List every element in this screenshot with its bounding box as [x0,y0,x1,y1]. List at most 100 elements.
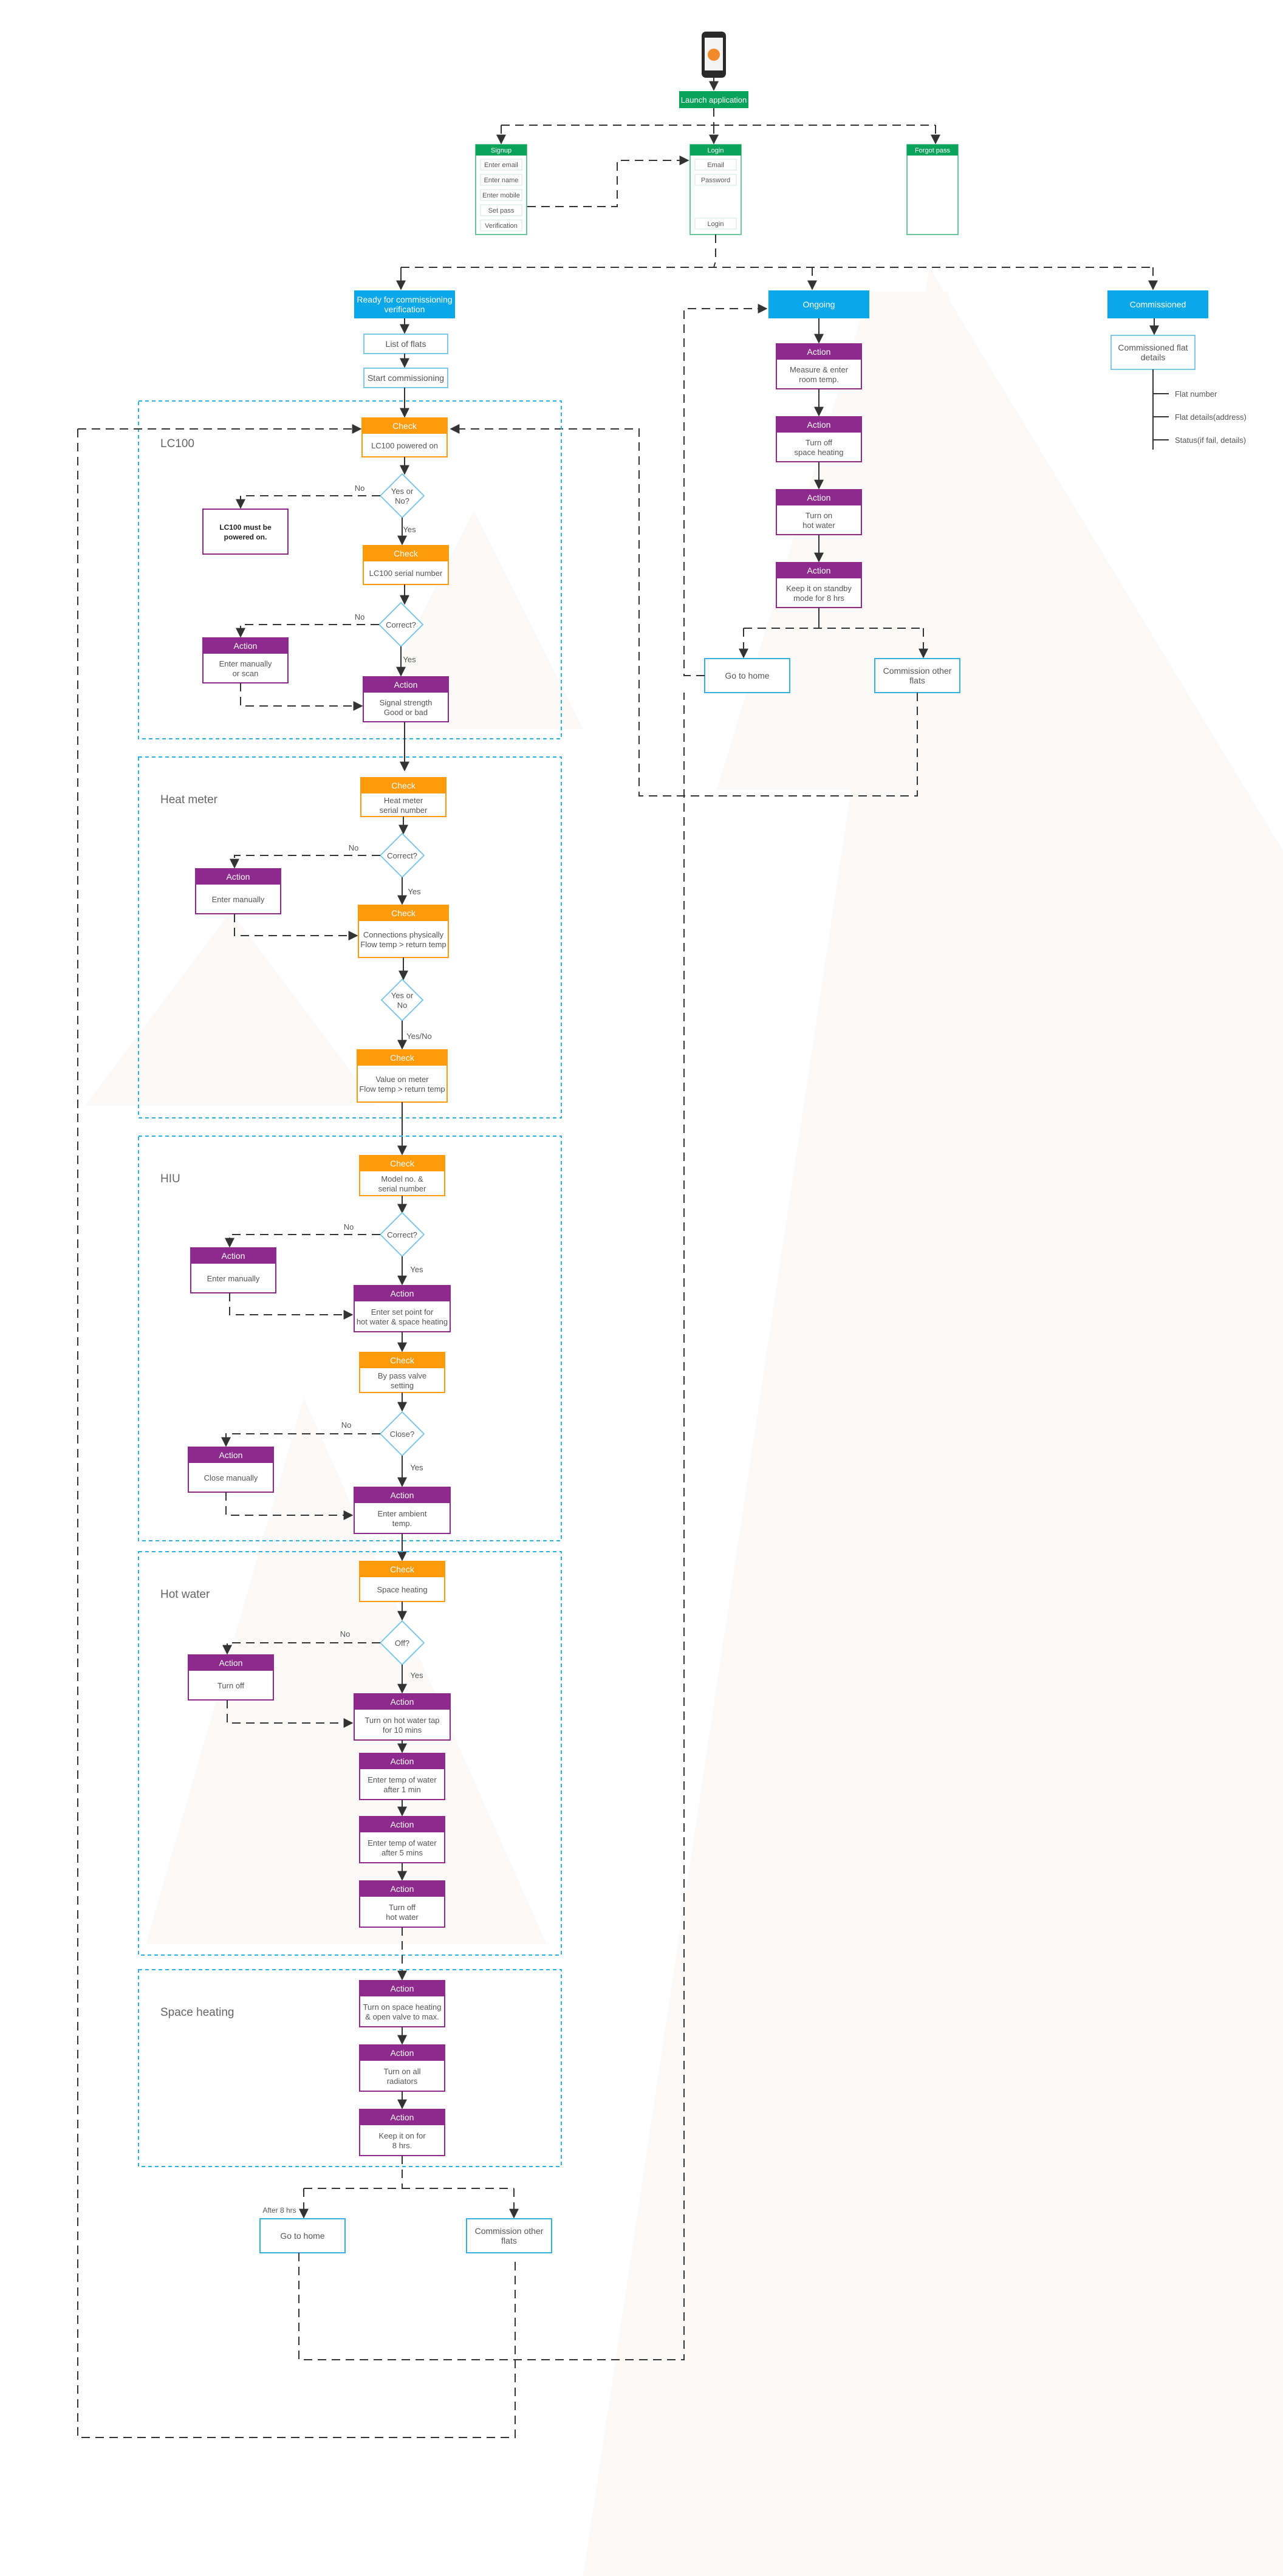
signup-field-label: Enter email [484,162,518,169]
ongoing-commission-other-text: flats [909,676,925,685]
ongoing-action-4-text: mode for 8 hrs [793,594,844,603]
signup-header: Signup [491,147,511,154]
hot-turn-off-header: Action [219,1658,243,1668]
hiu-check-bypass-header-bar [360,1352,445,1368]
no-label: No [355,484,365,493]
end-commission-other-text: flats [501,2236,517,2245]
space-heating-section-title: Space heating [160,2006,234,2019]
hiu-check-model-header: Check [390,1159,415,1168]
lc100-decision-power-text: Yes or [391,487,414,496]
hiu-ambient-temp-header-bar [354,1487,450,1503]
yes-label: Yes [403,655,416,664]
lc100-signal-strength-text: Good or bad [384,708,428,717]
ongoing-go-to-home-text: Go to home [725,671,769,680]
hot-tap-10-mins-text: Turn on hot water tap [364,1716,439,1725]
connector-line [77,429,516,2438]
space-action-1-text: Turn on space heating [363,2002,442,2012]
lc100-error-box [202,509,289,555]
hot-turn-off-hot-water-text: Turn off [389,1903,416,1912]
space-action-2-text: radiators [387,2077,418,2086]
hiu-close-manually-header-bar [188,1447,273,1463]
heat-decision-flow-text: No [397,1001,408,1010]
login-header-bar [690,145,741,156]
hot-water-section-border [138,1551,562,1956]
after-8-hrs-label: After 8 hrs [262,2206,296,2215]
lc100-check-power-header-bar [362,418,447,434]
connector-line [683,304,768,676]
yes-label: Yes [410,1463,423,1472]
hot-decision-off-text: Off? [395,1639,409,1648]
login-field [694,159,737,171]
heat-meter-section-title: Heat meter [160,793,218,806]
heat-check-meter-value-text: Flow temp > return temp [359,1084,445,1094]
hot-tap-10-mins-text: for 10 mins [383,1725,422,1735]
forgot-pass-header-bar [907,145,958,156]
ongoing-action-2-text: space heating [795,448,844,457]
hot-turn-off-header-bar [188,1655,273,1671]
connector-line [236,624,379,638]
hiu-set-point-text: Enter set point for [371,1307,434,1317]
hiu-decision-close-text: Close? [390,1430,414,1439]
ongoing-action-3-header-bar [776,490,861,505]
space-heating-section-border [138,1969,562,2167]
connector-line [221,1433,380,1447]
lc100-check-serial-text: LC100 serial number [369,569,443,578]
background-shapes [85,267,1283,2576]
signup-header-bar [476,145,527,156]
space-action-1-text: & open valve to max. [365,2012,439,2021]
connector-line [229,1293,354,1320]
space-action-3-header-bar [360,2109,445,2125]
lc100-decision-serial-text: Correct? [386,620,416,629]
space-action-3-text: Keep it on for [378,2131,426,2140]
ongoing-action-3-text: hot water [802,521,835,530]
heat-check-meter-value-header-bar [357,1050,447,1066]
heat-check-meter-value-text: Value on meter [375,1075,429,1084]
heat-check-serial-text: Heat meter [384,796,423,805]
commissioned-details-text: Commissioned flat [1118,343,1188,352]
heat-check-connections-text: Connections physically [363,930,444,939]
lc100-enter-manually-header-bar [203,638,288,654]
hot-turn-off-text: Turn off [217,1681,244,1690]
connector-line [225,1492,354,1520]
hiu-close-manually-text: Close manually [204,1473,258,1482]
status-ready-text: verification [385,304,425,314]
signup-field-label: Verification [485,222,518,230]
hiu-enter-manually-header: Action [222,1251,245,1261]
yes-label: Yes [410,1265,423,1274]
hiu-section-border [138,1136,562,1541]
ongoing-action-4-header-bar [776,563,861,578]
ongoing-action-3-header: Action [807,493,831,502]
lc100-decision-power-text: No? [395,496,409,505]
no-label: No [344,1222,354,1231]
hot-temp-5-mins-text: Enter temp of water [368,1838,437,1848]
login-field-label: Email [707,162,724,169]
ongoing-action-1-text: Measure & enter [790,365,849,374]
end-go-to-home-box [259,2218,346,2253]
phone-app-icon [708,49,720,61]
heat-meter-section-border [138,756,562,1118]
lc100-section-title: LC100 [160,437,194,450]
heat-decision-serial-text: Correct? [387,851,417,860]
connector-line [450,424,918,796]
status-commissioned-text: Commissioned [1130,300,1186,309]
hiu-set-point-header-bar [354,1286,450,1301]
connector-line [222,1642,380,1655]
lc100-error-text: LC100 must be [219,523,272,532]
hot-check-space-heating-header: Check [390,1564,415,1574]
login-button-label: Login [708,221,724,228]
launch-application-button [679,91,748,108]
connector-line [240,683,363,711]
no-label: No [349,843,359,852]
connector-line [527,156,689,207]
heat-check-connections-header-bar [358,905,448,921]
list-of-flats-text: List of flats [386,339,426,349]
hot-check-space-heating-text: Space heating [377,1585,427,1594]
heat-enter-manually-header-bar [196,869,281,885]
yes-label: Yes [410,1671,423,1680]
hot-temp-1-min-header-bar [360,1753,445,1769]
status-ongoing-bar [768,290,869,318]
lc100-section-border [138,400,562,739]
hiu-check-bypass-text: By pass valve [378,1371,426,1380]
signup-field [480,159,522,171]
